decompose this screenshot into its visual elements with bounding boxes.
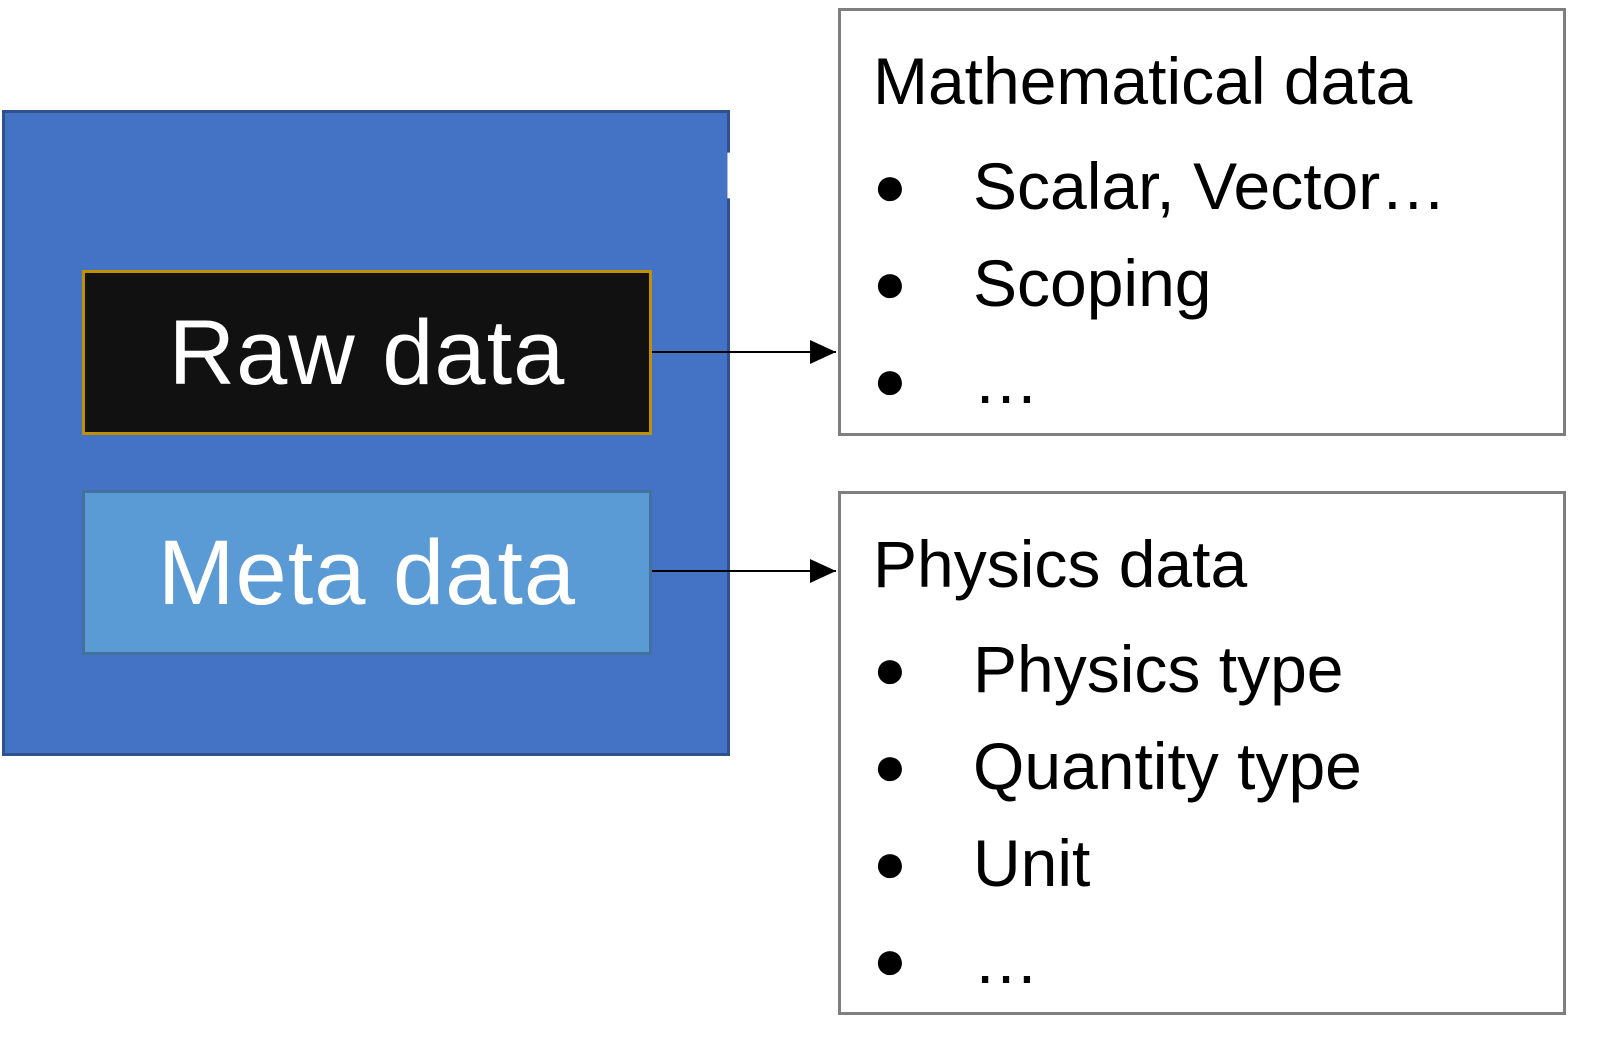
- physics-data-list: ● Physics type ● Quantity type ● Unit ● …: [873, 620, 1362, 1008]
- list-item: ● Physics type: [873, 620, 1362, 717]
- bullet-icon: ●: [873, 733, 907, 797]
- bullet-icon: ●: [873, 347, 907, 411]
- list-item-text: …: [973, 342, 1039, 417]
- list-item-text: Unit: [973, 825, 1091, 900]
- physics-data-box: Physics data ● Physics type ● Quantity t…: [838, 491, 1566, 1015]
- list-item: ● …: [873, 331, 1446, 428]
- bullet-icon: ●: [873, 927, 907, 991]
- list-item: ● Scalar, Vector…: [873, 137, 1446, 234]
- list-item: ● …: [873, 911, 1362, 1008]
- list-item-text: …: [973, 922, 1039, 997]
- list-item: ● Scoping: [873, 234, 1446, 331]
- list-item-text: Physics type: [973, 631, 1344, 706]
- list-item: ● Unit: [873, 814, 1362, 911]
- bullet-icon: ●: [873, 636, 907, 700]
- list-item-text: Quantity type: [973, 728, 1362, 803]
- bullet-icon: ●: [873, 250, 907, 314]
- meta-data-box: Meta data: [82, 490, 652, 655]
- mathematical-data-title: Mathematical data: [873, 44, 1413, 118]
- raw-data-label: Raw data: [168, 301, 566, 404]
- bullet-icon: ●: [873, 830, 907, 894]
- list-item-text: Scalar, Vector…: [973, 148, 1447, 223]
- meta-data-label: Meta data: [157, 521, 577, 624]
- raw-data-box: Raw data: [82, 270, 652, 435]
- mathematical-data-list: ● Scalar, Vector… ● Scoping ● …: [873, 137, 1446, 428]
- list-item-text: Scoping: [973, 245, 1212, 320]
- list-item: ● Quantity type: [873, 717, 1362, 814]
- bullet-icon: ●: [873, 153, 907, 217]
- mathematical-data-box: Mathematical data ● Scalar, Vector… ● Sc…: [838, 8, 1566, 436]
- physics-data-title: Physics data: [873, 527, 1248, 601]
